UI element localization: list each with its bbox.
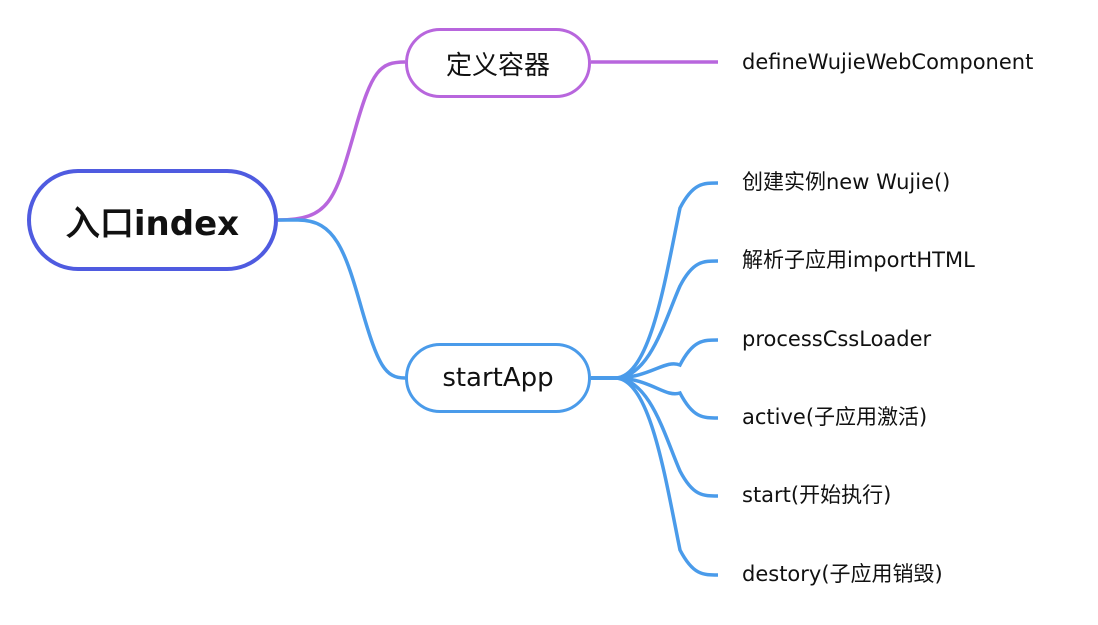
connector-startapp-to-leaf-4	[591, 376, 719, 420]
leaf-node-label: destory(子应用销毁)	[742, 562, 943, 586]
branch-node-label: startApp	[442, 363, 554, 393]
connector-startapp-to-leaf-5	[591, 376, 719, 498]
root-node-label: 入口index	[65, 203, 240, 244]
startapp-connectors	[591, 181, 719, 577]
leaf-node-define-wujie-web-component[interactable]: defineWujieWebComponent	[742, 52, 1033, 73]
connector-root-to-define	[277, 60, 406, 222]
connector-startapp-to-leaf-6	[591, 376, 719, 577]
root-node[interactable]: 入口index	[27, 169, 278, 271]
leaf-node-active[interactable]: active(子应用激活)	[742, 407, 927, 428]
leaf-node-label: 解析子应用importHTML	[742, 248, 975, 272]
leaf-node-label: 创建实例new Wujie()	[742, 170, 951, 194]
branch-node-label: 定义容器	[445, 50, 550, 81]
leaf-node-label: active(子应用激活)	[742, 405, 928, 429]
connector-startapp-to-leaf-1	[591, 181, 719, 380]
connector-startapp-to-leaf-2	[591, 259, 719, 380]
leaf-node-import-html[interactable]: 解析子应用importHTML	[742, 250, 975, 271]
branch-node-startapp[interactable]: startApp	[405, 343, 591, 413]
leaf-node-label: start(开始执行)	[742, 483, 892, 507]
leaf-node-create-instance[interactable]: 创建实例new Wujie()	[742, 172, 950, 193]
leaf-node-label: processCssLoader	[742, 327, 932, 351]
leaf-node-process-css-loader[interactable]: processCssLoader	[742, 329, 931, 350]
leaf-node-start[interactable]: start(开始执行)	[742, 485, 891, 506]
connector-root-to-startapp	[278, 218, 406, 380]
leaf-node-label: defineWujieWebComponent	[742, 50, 1034, 74]
branch-node-define-container[interactable]: 定义容器	[405, 28, 591, 98]
connector-startapp-to-leaf-3	[591, 338, 719, 380]
leaf-node-destory[interactable]: destory(子应用销毁)	[742, 564, 943, 585]
